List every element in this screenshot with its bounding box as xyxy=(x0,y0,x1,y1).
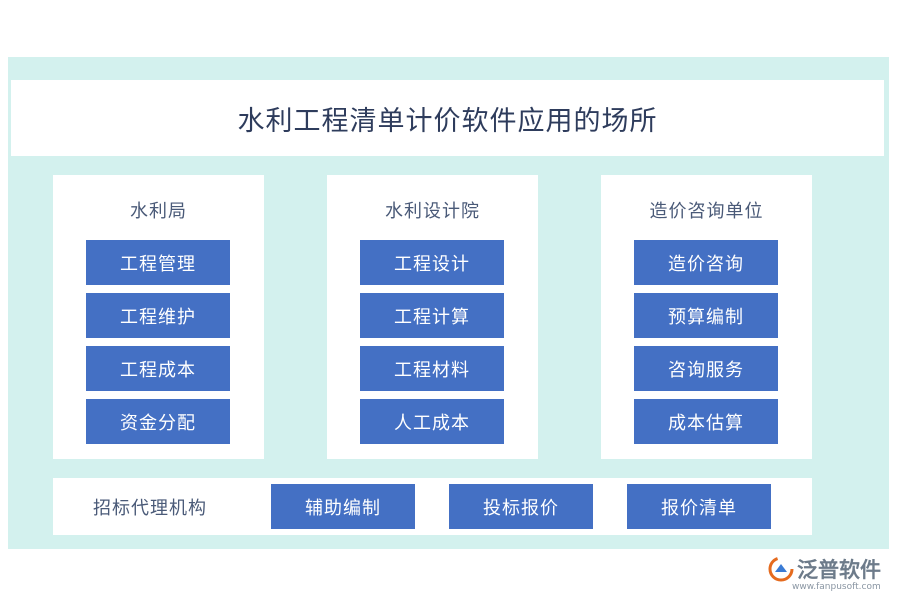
item-box: 造价咨询 xyxy=(634,240,778,285)
logo-name: 泛普软件 xyxy=(797,558,881,582)
item-box: 工程管理 xyxy=(86,240,230,285)
item-box: 预算编制 xyxy=(634,293,778,338)
panel-cost-consulting: 造价咨询单位 造价咨询 预算编制 咨询服务 成本估算 xyxy=(601,175,812,459)
panel-title: 招标代理机构 xyxy=(93,497,207,519)
item-box: 工程维护 xyxy=(86,293,230,338)
panel-bidding-agency: 招标代理机构 辅助编制 投标报价 报价清单 xyxy=(53,478,812,535)
item-box: 资金分配 xyxy=(86,399,230,444)
panel-title: 水利设计院 xyxy=(385,201,480,222)
item-box: 工程材料 xyxy=(360,346,504,391)
item-box: 工程设计 xyxy=(360,240,504,285)
panel-design-institute: 水利设计院 工程设计 工程计算 工程材料 人工成本 xyxy=(327,175,538,459)
item-box: 人工成本 xyxy=(360,399,504,444)
panel-title: 水利局 xyxy=(130,201,187,222)
panel-title: 造价咨询单位 xyxy=(649,201,764,222)
item-box: 成本估算 xyxy=(634,399,778,444)
logo-icon xyxy=(768,556,794,582)
panel-water-bureau: 水利局 工程管理 工程维护 工程成本 资金分配 xyxy=(53,175,264,459)
item-box: 辅助编制 xyxy=(271,484,415,529)
item-box: 咨询服务 xyxy=(634,346,778,391)
item-box: 工程成本 xyxy=(86,346,230,391)
item-box: 投标报价 xyxy=(449,484,593,529)
logo-url: www.fanpusoft.com xyxy=(792,582,881,592)
title-banner: 水利工程清单计价软件应用的场所 xyxy=(11,80,884,156)
diagram-title: 水利工程清单计价软件应用的场所 xyxy=(237,105,658,137)
item-box: 报价清单 xyxy=(627,484,771,529)
brand-logo: 泛普软件 www.fanpusoft.com xyxy=(768,554,893,596)
item-box: 工程计算 xyxy=(360,293,504,338)
